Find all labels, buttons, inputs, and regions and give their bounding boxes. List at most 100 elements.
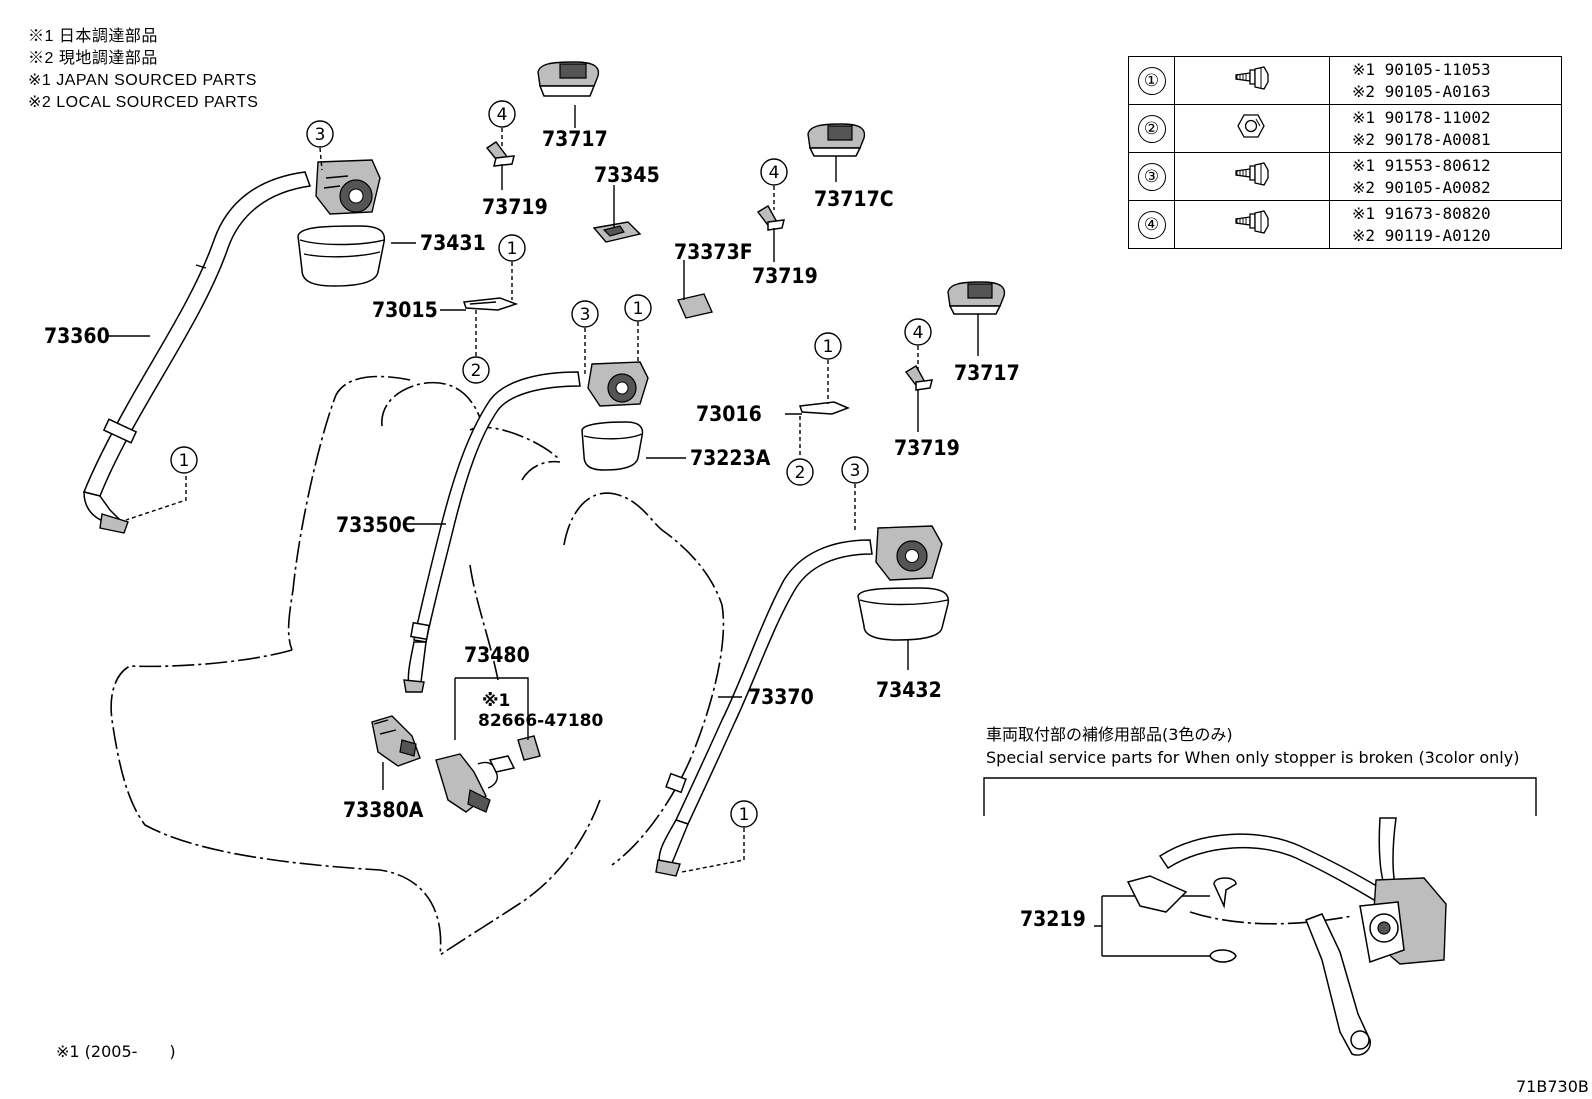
ref-circle: ③ (1137, 162, 1166, 191)
cover-73431 (297, 225, 386, 287)
ref-circle-1: 1 (624, 294, 652, 322)
cover-73717c (807, 123, 866, 157)
anchor-bracket-73016 (798, 401, 851, 415)
part-label-73219: 73219 (1020, 907, 1086, 931)
svg-text:4: 4 (913, 323, 924, 343)
part-number-japan: ※1 91673-80820 (1352, 203, 1491, 223)
ref-circle-4: 4 (488, 100, 516, 128)
part-label-73719: 73719 (482, 195, 548, 219)
cover-73717-top (537, 61, 600, 97)
part-label-73370: 73370 (748, 685, 814, 709)
svg-text:1: 1 (739, 805, 750, 825)
retractor-73370 (875, 525, 943, 581)
bracket-73719-b (756, 205, 785, 231)
ref-circle: ① (1137, 66, 1166, 95)
part-number-japan: ※1 91553-80612 (1352, 155, 1491, 175)
cover-73717-right (947, 281, 1006, 315)
part-label-73016: 73016 (696, 402, 762, 426)
part-number-japan: ※1 90105-11053 (1352, 59, 1491, 79)
note-local-jp: ※2 現地調達部品 (28, 50, 158, 67)
seat-belt-73370 (655, 539, 873, 877)
ref-circle-3: 3 (306, 120, 334, 148)
ref-circle-4: 4 (760, 158, 788, 186)
hardware-row: ③ ※1 91553-80612※2 90105-A0082 (1128, 152, 1562, 201)
part-label-82666-note: ※1 (482, 691, 510, 711)
part-number-japan: ※1 90178-11002 (1352, 107, 1491, 127)
part-label-73431: 73431 (420, 231, 486, 255)
bolt-icon (1235, 162, 1269, 186)
ref-circle-2: 2 (786, 458, 814, 486)
hardware-row: ② ※1 90178-11002※2 90178-A0081 (1128, 104, 1562, 153)
cover-73345 (592, 221, 642, 243)
buckle-73380a (371, 715, 421, 767)
svg-text:2: 2 (795, 463, 806, 483)
svg-text:4: 4 (497, 105, 508, 125)
part-number-local: ※2 90105-A0082 (1352, 177, 1491, 197)
svg-text:3: 3 (315, 125, 326, 145)
nut-icon (1237, 114, 1265, 138)
part-label-73345: 73345 (594, 163, 660, 187)
part-label-73480: 73480 (464, 643, 530, 667)
svg-text:2: 2 (471, 361, 482, 381)
part-label-73223a: 73223A (690, 446, 771, 470)
note-japan-jp: ※1 日本調達部品 (28, 28, 158, 45)
part-label-82666-47180: 82666-47180 (478, 711, 604, 731)
ref-circle-1: 1 (730, 800, 758, 828)
note-local-en: ※2 LOCAL SOURCED PARTS (28, 94, 259, 111)
buckle-73480 (435, 753, 516, 813)
part-number-local: ※2 90178-A0081 (1352, 129, 1491, 149)
ref-circle-3: 3 (841, 456, 869, 484)
diagram-code: 71B730B (1516, 1077, 1589, 1096)
ref-circle-4: 4 (904, 318, 932, 346)
special-service-section: 車両取付部の補修用部品(3色のみ) Special service parts … (983, 725, 1537, 1056)
ref-circle-1: 1 (814, 332, 842, 360)
part-label-73717: 73717 (954, 361, 1020, 385)
seat-belt-73350c (403, 371, 581, 693)
part-label-73717c: 73717C (814, 187, 894, 211)
part-label-73380a: 73380A (343, 798, 424, 822)
ref-circle-1: 1 (170, 446, 198, 474)
retractor-73360 (315, 159, 381, 215)
ref-circle-1: 1 (498, 234, 526, 262)
seat-belt-73360 (82, 171, 312, 534)
part-label-73350c: 73350C (336, 513, 416, 537)
svg-text:4: 4 (769, 163, 780, 183)
part-labels: 73717 73719 73345 73717C 73719 73373F 73… (44, 127, 1086, 931)
part-label-73432: 73432 (876, 678, 942, 702)
note-japan-en: ※1 JAPAN SOURCED PARTS (28, 72, 257, 89)
part-label-73015: 73015 (372, 298, 438, 322)
svg-text:1: 1 (179, 451, 190, 471)
svg-text:3: 3 (580, 305, 591, 325)
svg-text:3: 3 (850, 461, 861, 481)
part-label-73717: 73717 (542, 127, 608, 151)
connector-82666-47180 (517, 735, 541, 761)
svg-text:1: 1 (823, 337, 834, 357)
part-label-73719: 73719 (894, 436, 960, 460)
ref-circle-3: 3 (571, 300, 599, 328)
ref-circle: ④ (1137, 210, 1166, 239)
part-number-local: ※2 90119-A0120 (1352, 225, 1491, 245)
circle-refs: 3 4 1 2 1 3 1 4 1 2 4 3 1 (170, 100, 932, 828)
hardware-row: ① ※1 90105-11053※2 90105-A0163 (1128, 56, 1562, 105)
cover-73432 (857, 587, 950, 641)
bolt-icon (1235, 210, 1269, 234)
leader-lines (106, 105, 979, 873)
part-label-73360: 73360 (44, 324, 110, 348)
bolt-icon (1235, 66, 1269, 90)
retractor-73350c (587, 361, 649, 407)
bracket-73719-c (904, 365, 933, 391)
ref-circle: ② (1137, 114, 1166, 143)
date-note: ※1 (2005- ) (56, 1042, 176, 1061)
svg-text:1: 1 (507, 239, 518, 259)
cover-73373f (677, 293, 713, 319)
part-label-73373f: 73373F (674, 240, 753, 264)
ref-circle-2: 2 (462, 356, 490, 384)
anchor-bracket-73015 (462, 297, 519, 311)
part-number-local: ※2 90105-A0163 (1352, 81, 1491, 101)
rear-seat-outline (110, 375, 725, 956)
hardware-table: ① ※1 90105-11053※2 90105-A0163 ② ※1 9017… (1128, 56, 1562, 249)
notes-block: ※1 日本調達部品 ※2 現地調達部品 ※1 JAPAN SOURCED PAR… (28, 26, 258, 114)
bracket-73719-a (485, 141, 515, 167)
hardware-row: ④ ※1 91673-80820※2 90119-A0120 (1128, 200, 1562, 249)
